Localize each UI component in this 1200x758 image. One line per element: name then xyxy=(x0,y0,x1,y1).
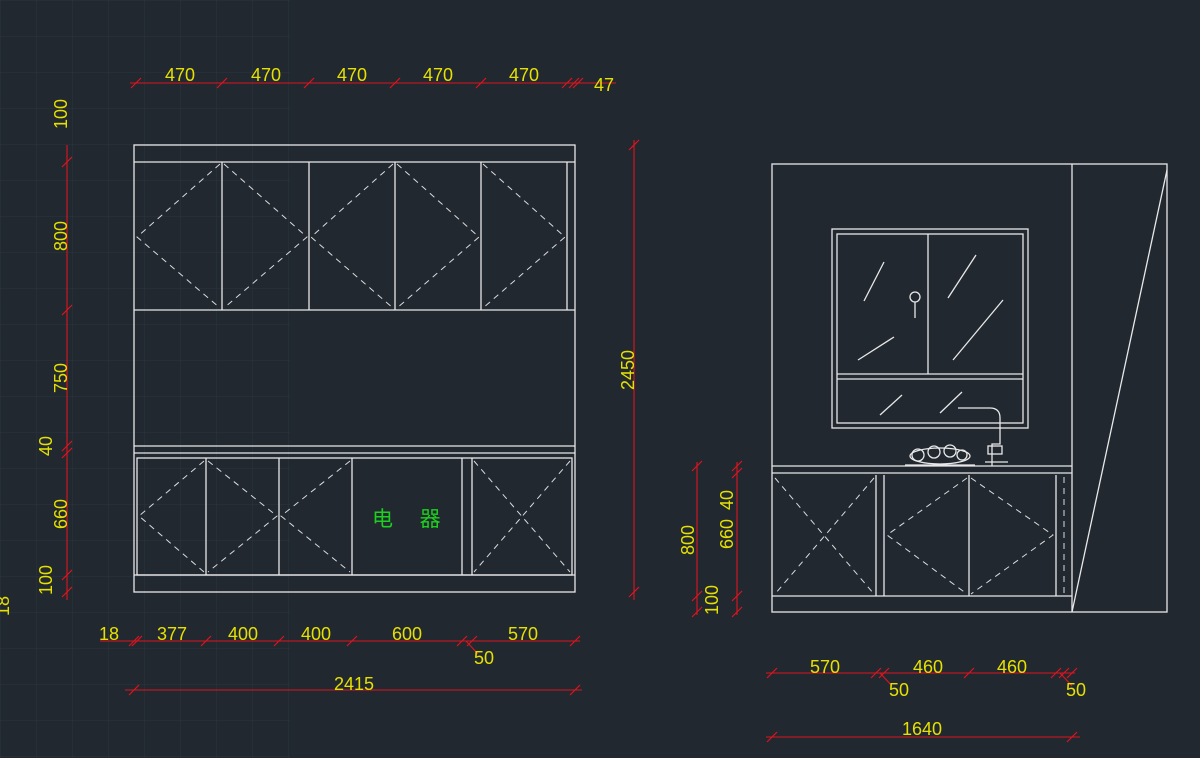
dim-line-bottom-tick xyxy=(346,635,358,647)
dim-line-side-bottom-tick xyxy=(878,667,890,679)
front-elevation: 电 器 xyxy=(133,144,576,593)
dim-top-4: 470 xyxy=(423,65,453,85)
side-door-patterns xyxy=(774,477,1054,595)
dim-left-2: 800 xyxy=(51,221,71,251)
dim-line-side-leader-1 xyxy=(879,672,893,687)
dim-line-left-tick xyxy=(61,156,73,168)
dim-bottom-4: 400 xyxy=(301,624,331,644)
dim-bottom-5: 600 xyxy=(392,624,422,644)
dim-line-overall-height-tick xyxy=(628,586,640,598)
appliance-label: 电 器 xyxy=(372,507,451,531)
dim-line-side-left-outer-tick xyxy=(691,606,703,618)
dim-line-side-bottom-tick xyxy=(1058,667,1070,679)
door-swing-patterns xyxy=(136,163,571,573)
window-handle-icon xyxy=(909,291,921,303)
dim-line-top-tick xyxy=(303,77,315,89)
dim-line-overall-width-tick xyxy=(128,684,140,696)
dim-line-side-overall-width-tick xyxy=(1066,731,1078,743)
dim-side-bottom-4: 460 xyxy=(997,657,1027,677)
front-left-dimensions: 100 800 750 40 660 100 18 xyxy=(0,99,71,616)
dim-line-bottom-tick xyxy=(456,635,468,647)
dim-side-left-3: 660 xyxy=(717,519,737,549)
dim-side-left-2: 100 xyxy=(702,585,722,615)
dim-bottom-3: 400 xyxy=(228,624,258,644)
dim-line-side-left-inner-tick xyxy=(731,467,743,479)
dim-line-bottom-leader xyxy=(465,640,479,655)
front-top-dimensions: 470 470 470 470 470 47 xyxy=(165,65,614,95)
dim-line-top-tick xyxy=(561,77,573,89)
dim-top-6: 47 xyxy=(594,75,614,95)
dim-line-top-tick xyxy=(389,77,401,89)
dim-line-bottom-tick xyxy=(569,635,581,647)
base-cabinet-frame xyxy=(136,457,573,576)
dim-left-4: 40 xyxy=(36,436,56,456)
dim-line-left-tick xyxy=(61,440,73,452)
dim-line-bottom-tick xyxy=(200,635,212,647)
dim-line-bottom-tick xyxy=(131,635,143,647)
dim-left-6: 100 xyxy=(36,565,56,595)
side-elevation xyxy=(771,163,1168,613)
dim-overall-height: 2450 xyxy=(618,350,638,390)
dim-bottom-6: 570 xyxy=(508,624,538,644)
dim-line-top-tick xyxy=(216,77,228,89)
dim-top-3: 470 xyxy=(337,65,367,85)
dim-top-2: 470 xyxy=(251,65,281,85)
dim-line-bottom-tick xyxy=(273,635,285,647)
dim-bottom-2: 377 xyxy=(157,624,187,644)
side-wall-outline xyxy=(771,163,1168,613)
dim-side-bottom-2: 50 xyxy=(889,680,909,700)
dim-side-bottom-3: 460 xyxy=(913,657,943,677)
dim-line-side-left-inner-tick xyxy=(731,606,743,618)
side-panel-slant xyxy=(1071,169,1168,613)
dim-overall-width: 2415 xyxy=(334,674,374,694)
side-left-dimensions: 800 100 660 40 xyxy=(678,490,737,615)
dim-line-top-tick xyxy=(130,77,142,89)
dim-side-bottom-5: 50 xyxy=(1066,680,1086,700)
dim-line-bottom-tick xyxy=(128,635,140,647)
window xyxy=(831,228,1029,429)
fruit-bowl-icon xyxy=(905,444,975,466)
dim-side-left-4: 40 xyxy=(717,490,737,510)
dim-line-side-bottom-tick xyxy=(766,667,778,679)
front-outer-frame xyxy=(133,144,576,593)
dim-line-side-left-inner-tick xyxy=(731,460,743,472)
dim-line-side-left-outer-tick xyxy=(691,590,703,602)
dim-side-left-1: 800 xyxy=(678,525,698,555)
dimension-lines xyxy=(61,77,1080,743)
grid-background xyxy=(0,0,290,758)
dim-line-top-tick xyxy=(572,77,584,89)
dim-line-overall-height-tick xyxy=(628,139,640,151)
dim-left-3: 750 xyxy=(51,363,71,393)
dim-line-side-bottom-tick xyxy=(1066,667,1078,679)
dim-line-left-tick xyxy=(61,304,73,316)
dim-bottom-7: 50 xyxy=(474,648,494,668)
dim-line-left-tick xyxy=(61,569,73,581)
dim-line-side-bottom-tick xyxy=(1050,667,1062,679)
faucet-icon xyxy=(958,407,1008,466)
dim-line-top-tick xyxy=(475,77,487,89)
dim-line-side-leader-2 xyxy=(1059,672,1073,687)
dim-line-left-tick xyxy=(61,586,73,598)
dim-line-side-left-inner-tick xyxy=(731,590,743,602)
dim-line-side-left-outer-tick xyxy=(691,460,703,472)
dim-line-side-bottom-tick xyxy=(963,667,975,679)
dim-line-overall-width-tick xyxy=(569,684,581,696)
dim-left-1: 100 xyxy=(51,99,71,129)
dim-top-5: 470 xyxy=(509,65,539,85)
dim-line-left-tick xyxy=(61,447,73,459)
dim-bottom-1: 18 xyxy=(99,624,119,644)
side-bottom-dimensions: 570 50 460 460 50 xyxy=(810,657,1086,700)
dim-top-1: 470 xyxy=(165,65,195,85)
front-bottom-dimensions: 18 377 400 400 600 570 50 xyxy=(99,624,538,668)
dim-side-bottom-1: 570 xyxy=(810,657,840,677)
dim-side-overall-width: 1640 xyxy=(902,719,942,739)
dim-line-side-overall-width-tick xyxy=(766,731,778,743)
dim-edge-fragment: 18 xyxy=(0,596,13,616)
dim-left-5: 660 xyxy=(51,499,71,529)
dim-line-top-tick xyxy=(568,77,580,89)
dim-line-side-bottom-tick xyxy=(870,667,882,679)
